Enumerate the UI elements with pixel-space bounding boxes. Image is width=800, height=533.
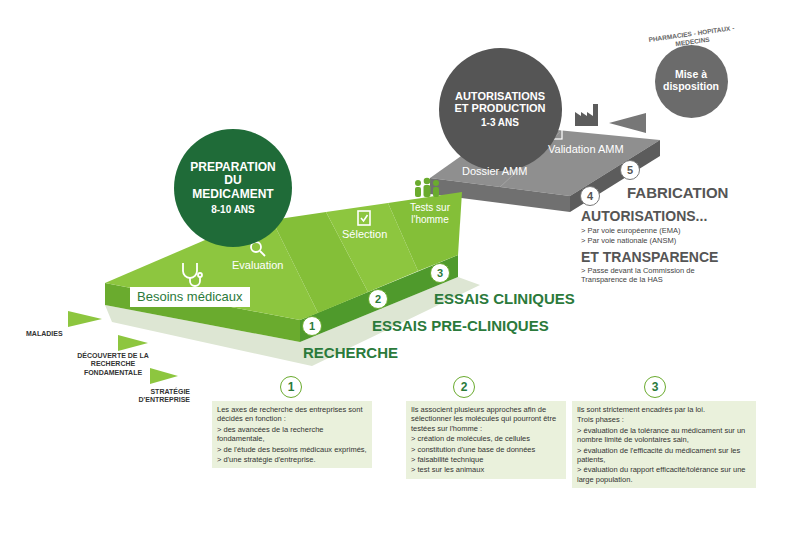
- period-circle: PREPARATION DU MEDICAMENT 8-10 ANS: [174, 129, 292, 247]
- circle-fill: [174, 129, 292, 247]
- step-label: Tests sur l'homme: [402, 202, 458, 226]
- description-text: > des avancées de la recherche fondament…: [217, 425, 367, 444]
- stage-heading: RECHERCHE: [303, 344, 398, 362]
- description-box: Ils associent plusieurs approches afin d…: [406, 401, 566, 479]
- step-label: Sélection: [342, 228, 387, 241]
- people-icon: [415, 178, 439, 197]
- magnifier-icon: [251, 242, 265, 256]
- stage-heading: ESSAIS CLINIQUES: [434, 290, 575, 308]
- circle-fill: [655, 45, 728, 118]
- bullet-note: > Par voie européenne (EMA): [581, 226, 680, 235]
- arrow-triangle: [609, 113, 646, 133]
- circle-title: Mise à disposition: [660, 69, 722, 92]
- availability-circle: Mise à disposition: [655, 45, 728, 118]
- pointer-triangle: [68, 311, 102, 327]
- period-circle: AUTORISATIONS ET PRODUCTION 1-3 ANS: [439, 48, 562, 171]
- description-text: > de l'étude des besoins médicaux exprim…: [217, 445, 367, 454]
- circle-fill: [439, 48, 562, 171]
- bullet-note: > Par voie nationale (ANSM): [581, 236, 676, 245]
- description-text: Ils sont strictement encadrés par la loi…: [577, 405, 751, 414]
- description-box: Les axes de recherche des entreprises so…: [212, 401, 372, 468]
- description-text: > évaluation de l'efficacité du médicame…: [577, 446, 751, 465]
- step-label: Validation AMM: [548, 143, 624, 156]
- pointer-triangle: [118, 335, 148, 351]
- circle-subtitle: 1-3 ANS: [481, 117, 519, 128]
- input-label: STRATÉGIE D'ENTREPRISE: [110, 388, 190, 405]
- callout-number: 2: [368, 289, 388, 309]
- callout-number: 5: [620, 160, 640, 180]
- step-label: Dossier AMM: [462, 165, 527, 178]
- callout-number: 1: [302, 316, 322, 336]
- description-text: > création de molécules, de cellules: [411, 434, 561, 443]
- description-text: > évaluation du rapport efficacité/tolér…: [577, 465, 751, 484]
- description-text: Ils associent plusieurs approches afin d…: [411, 405, 561, 433]
- step-label: Evaluation: [232, 259, 283, 272]
- circle-title: AUTORISATIONS ET PRODUCTION: [448, 90, 552, 114]
- stage-heading: ET TRANSPARENCE: [581, 249, 718, 266]
- stage-heading: AUTORISATIONS...: [581, 208, 707, 225]
- callout-number: 3: [644, 376, 666, 398]
- step-label: Besoins médicaux: [137, 289, 243, 305]
- stethoscope-icon: [183, 263, 202, 286]
- stage-heading: FABRICATION: [627, 184, 728, 202]
- circle-subtitle: 8-10 ANS: [211, 204, 255, 215]
- description-text: Les axes de recherche des entreprises so…: [217, 405, 367, 424]
- description-text: Trois phases :: [577, 415, 751, 424]
- description-text: > test sur les animaux: [411, 465, 561, 474]
- clipboard-icon: [358, 211, 370, 225]
- description-text: > d'une stratégie d'entreprise.: [217, 455, 367, 464]
- stage-heading: ESSAIS PRE-CLINIQUES: [372, 317, 549, 335]
- description-text: > faisabilité technique: [411, 455, 561, 464]
- input-label: DÉCOUVERTE DE LA RECHERCHE FONDAMENTALE: [72, 352, 154, 377]
- circle-title: PREPARATION DU MEDICAMENT: [183, 161, 283, 201]
- input-label: MALADIES: [26, 330, 63, 338]
- callout-number: 2: [453, 376, 475, 398]
- pointer-triangle: [150, 368, 178, 384]
- description-text: > évaluation de la tolérance au médicame…: [577, 426, 751, 445]
- callout-number: 3: [430, 263, 450, 283]
- callout-number: 4: [580, 186, 600, 206]
- step-box: Besoins médicaux: [130, 287, 250, 307]
- description-box: Ils sont strictement encadrés par la loi…: [572, 401, 756, 488]
- callout-number: 1: [280, 376, 302, 398]
- step-band: [388, 192, 462, 271]
- bullet-note: > Passe devant la Commission de Transpar…: [581, 266, 726, 284]
- factory-icon: [575, 104, 598, 126]
- description-text: > constitution d'une base de données: [411, 445, 561, 454]
